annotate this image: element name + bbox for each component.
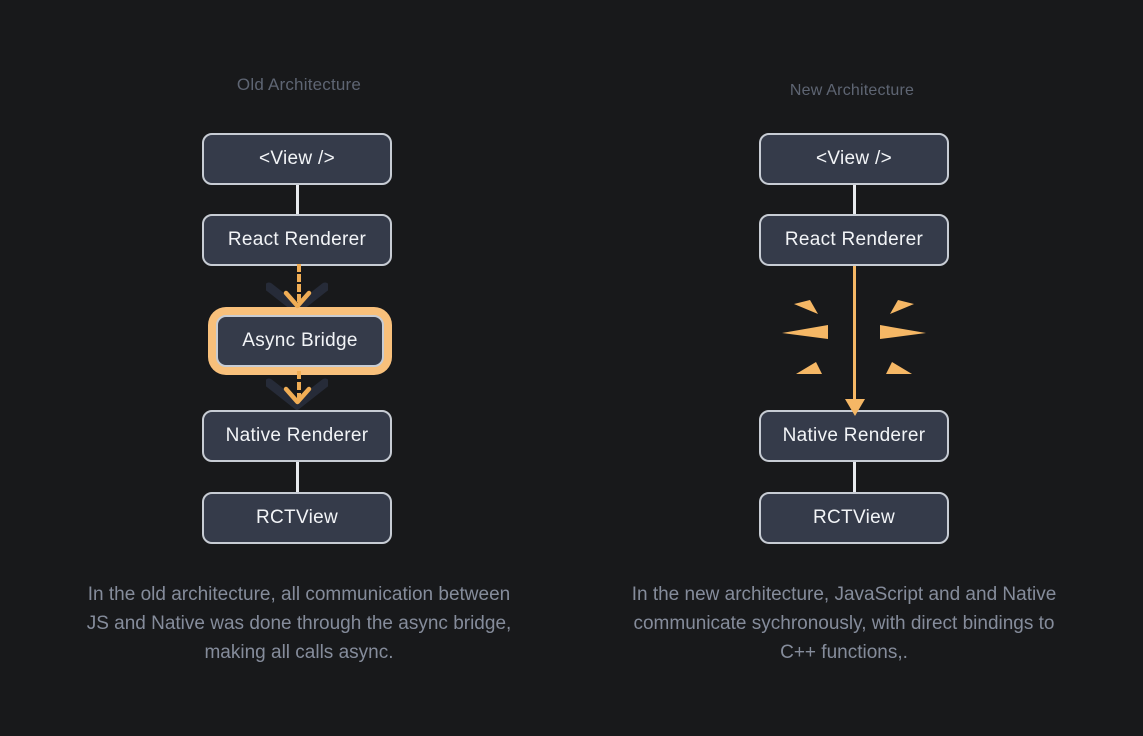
connector-old-native-to-rctview [296,460,299,496]
node-old-rctview[interactable]: RCTView [202,492,392,544]
node-label: Native Renderer [225,425,369,446]
node-new-react-renderer[interactable]: React Renderer [759,214,949,266]
connector-new-react-to-native-line [853,264,856,412]
connector-old-view-to-react [296,183,299,219]
arrowhead-icon-old-1 [283,290,312,309]
column-title-new: New Architecture [789,82,915,99]
caption-new-architecture: In the new architecture, JavaScript and … [631,584,1057,663]
node-old-react-renderer[interactable]: React Renderer [202,214,392,266]
bridge-removed-burst-icon [782,300,926,374]
connector-old-bridge-to-native-dash [297,371,301,401]
node-label: RCTView [256,507,338,528]
connector-old-react-to-bridge-dash [297,264,301,302]
caption-old-architecture: In the old architecture, all communicati… [86,584,512,663]
node-label: RCTView [813,507,895,528]
connector-new-native-to-rctview [853,460,856,496]
node-old-native-renderer[interactable]: Native Renderer [202,410,392,462]
node-label: Native Renderer [782,425,926,446]
chevron-shadow-icon-old-2 [266,378,328,410]
node-label: Async Bridge [242,330,358,351]
arrowhead-icon-new [845,399,865,416]
column-title-old: Old Architecture [236,75,362,94]
node-old-async-bridge[interactable]: Async Bridge [216,315,384,367]
node-old-view[interactable]: <View /> [202,133,392,185]
connector-new-view-to-react [853,183,856,219]
arrowhead-icon-old-2 [283,386,312,405]
node-label: <View /> [259,148,335,169]
node-new-view[interactable]: <View /> [759,133,949,185]
node-label: React Renderer [784,229,924,250]
node-label: <View /> [816,148,892,169]
node-label: React Renderer [227,229,367,250]
node-new-rctview[interactable]: RCTView [759,492,949,544]
